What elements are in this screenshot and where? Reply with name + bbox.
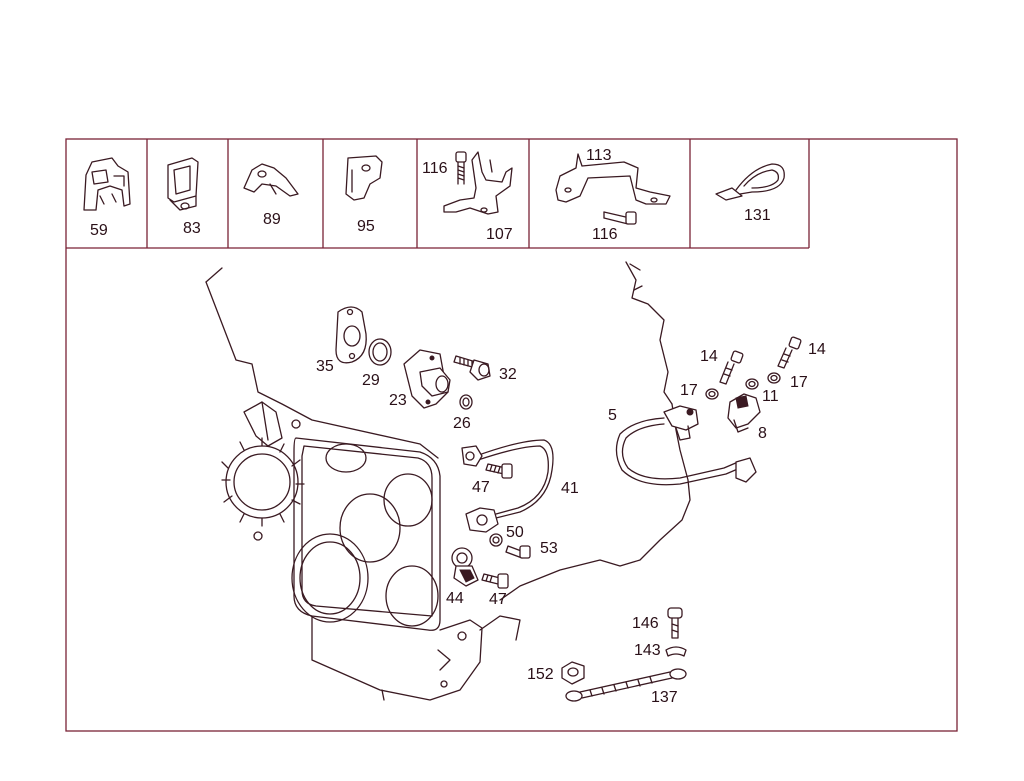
part-95-number: 95 [357,218,375,235]
part-14-left-number: 14 [700,348,718,365]
part-47-bolt-lower[interactable]: 47 [481,573,509,608]
part-83-bracket[interactable]: 83 [167,157,201,237]
part-59-clip[interactable]: 59 [83,157,131,239]
part-17-right-number: 17 [790,374,808,391]
part-131-cable-tie[interactable]: 131 [715,163,785,224]
part-116-number: 116 [422,160,448,177]
part-8-sensor[interactable]: 8 [727,393,767,442]
part-152-nut[interactable]: 152 [527,661,585,685]
part-146-bolt[interactable]: 146 [632,607,683,639]
part-5-number: 5 [608,407,617,424]
part-89-number: 89 [263,211,281,228]
part-137-number: 137 [651,689,678,706]
part-116b-number: 116 [592,226,618,243]
part-107-number: 107 [486,226,513,243]
part-11-number: 11 [762,388,779,405]
part-26-washer[interactable]: 26 [453,394,473,432]
part-35-gasket[interactable]: 35 [316,306,367,375]
part-5-sensor-cable[interactable]: 5 [608,405,757,486]
part-14-right-number: 14 [808,341,826,358]
part-41-sensor-cable[interactable]: 41 [461,439,579,519]
part-143-washer[interactable]: 143 [634,642,687,659]
part-50-number: 50 [506,524,524,541]
part-95-bracket[interactable]: 95 [345,155,383,235]
part-29-o-ring[interactable]: 29 [362,338,392,389]
engine-block [205,261,691,701]
part-113-number: 113 [586,147,612,164]
part-146-number: 146 [632,615,659,632]
part-47-upper-number: 47 [472,479,490,496]
part-44-number: 44 [446,590,464,607]
part-14-bolt-left[interactable]: 14 [700,348,744,385]
part-113-bracket[interactable]: 113 116 [555,147,671,243]
part-107-bracket[interactable]: 116 107 [422,151,513,243]
part-8-number: 8 [758,425,767,442]
part-11-washer[interactable]: 11 [745,378,779,405]
part-89-bracket[interactable]: 89 [243,163,299,228]
part-53-bolt[interactable]: 53 [505,540,558,559]
part-29-number: 29 [362,372,380,389]
part-26-number: 26 [453,415,471,432]
part-41-number: 41 [561,480,579,497]
part-131-number: 131 [744,207,771,224]
part-17-washer-right[interactable]: 17 [767,372,808,391]
part-50-washer[interactable]: 50 [465,507,524,547]
part-143-number: 143 [634,642,661,659]
part-137-ground-strap[interactable]: 137 [565,668,687,706]
part-47-bolt-upper[interactable]: 47 [472,463,513,496]
part-152-number: 152 [527,666,554,683]
part-17-washer-left[interactable]: 17 [680,382,719,400]
part-53-number: 53 [540,540,558,557]
part-83-number: 83 [183,220,201,237]
part-32-bolt[interactable]: 32 [453,355,517,383]
part-59-number: 59 [90,222,108,239]
part-17-left-number: 17 [680,382,698,399]
part-23-number: 23 [389,392,407,409]
part-47-lower-number: 47 [489,591,507,608]
part-35-number: 35 [316,358,334,375]
part-32-number: 32 [499,366,517,383]
part-44-knock-sensor[interactable]: 44 [446,547,479,607]
part-14-bolt-right[interactable]: 14 [777,336,826,369]
diagram-frame [65,138,958,732]
part-23-sensor[interactable]: 23 [389,349,451,409]
